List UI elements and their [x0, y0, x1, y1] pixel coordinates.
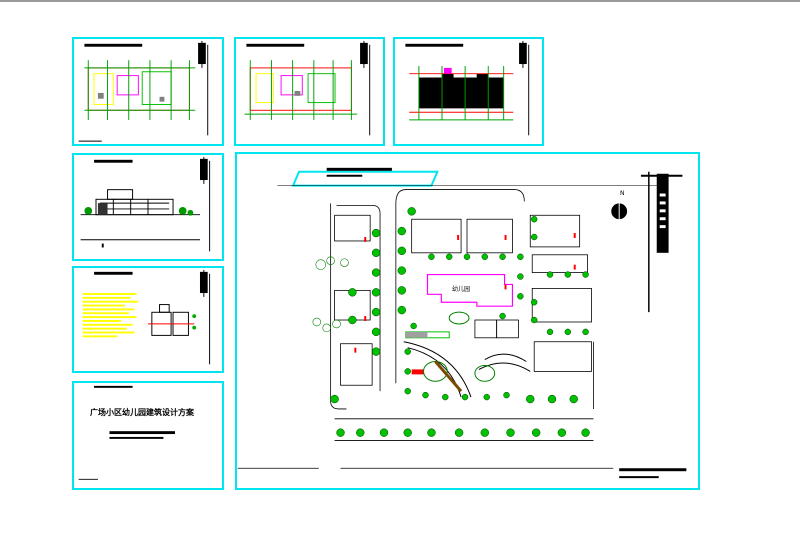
- sheet-site-plan[interactable]: 幼儿园 N: [235, 152, 700, 490]
- sheet-floor-plan-2[interactable]: [234, 37, 385, 146]
- floor-plan-2-drawing: [244, 40, 371, 136]
- sheet-cover[interactable]: 广场小区幼儿园建筑设计方案: [72, 381, 224, 490]
- roof-plan-drawing: [405, 40, 530, 136]
- design-notes-drawing: [82, 269, 211, 365]
- cover-title: 广场小区幼儿园建筑设计方案: [90, 408, 194, 417]
- kindergarten-label: 幼儿园: [452, 286, 471, 293]
- cover-drawing: [78, 385, 175, 480]
- sheet-floor-plan-1[interactable]: [72, 37, 224, 146]
- floor-plan-1-drawing: [78, 40, 209, 142]
- sheet-elevation[interactable]: [72, 153, 224, 261]
- sheet-design-notes[interactable]: [72, 266, 224, 373]
- sheet-roof-plan[interactable]: [393, 37, 544, 146]
- window-top-border: [0, 0, 800, 2]
- north-label: N: [620, 190, 625, 197]
- site-plan-drawing: [237, 167, 687, 479]
- elevation-drawing: [80, 156, 211, 252]
